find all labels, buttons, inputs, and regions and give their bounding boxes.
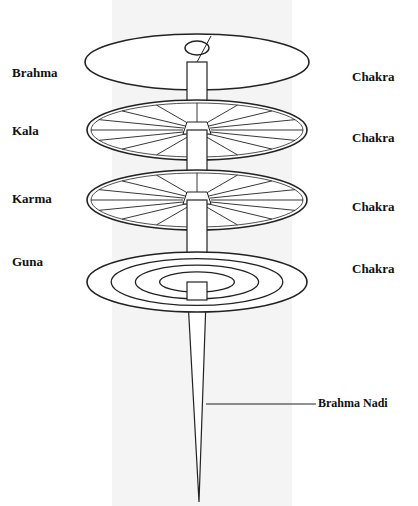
leader-line (206, 404, 316, 405)
wheel-name: Kala (12, 124, 39, 138)
wheel-name: Karma (12, 192, 52, 206)
chakra-disk (87, 252, 307, 312)
chakra-label: Chakra (352, 200, 395, 214)
axle (187, 282, 207, 300)
wheel-name: Brahma (12, 66, 58, 80)
top-knob (185, 41, 209, 55)
chakra-label: Chakra (352, 131, 395, 145)
wheel-name: Guna (12, 255, 43, 269)
nadi-spike (188, 300, 206, 502)
wheel-stack (85, 34, 309, 502)
chakra-label: Chakra (352, 70, 395, 84)
chakra-label: Chakra (352, 262, 395, 276)
nadi-label: Brahma Nadi (318, 397, 388, 410)
